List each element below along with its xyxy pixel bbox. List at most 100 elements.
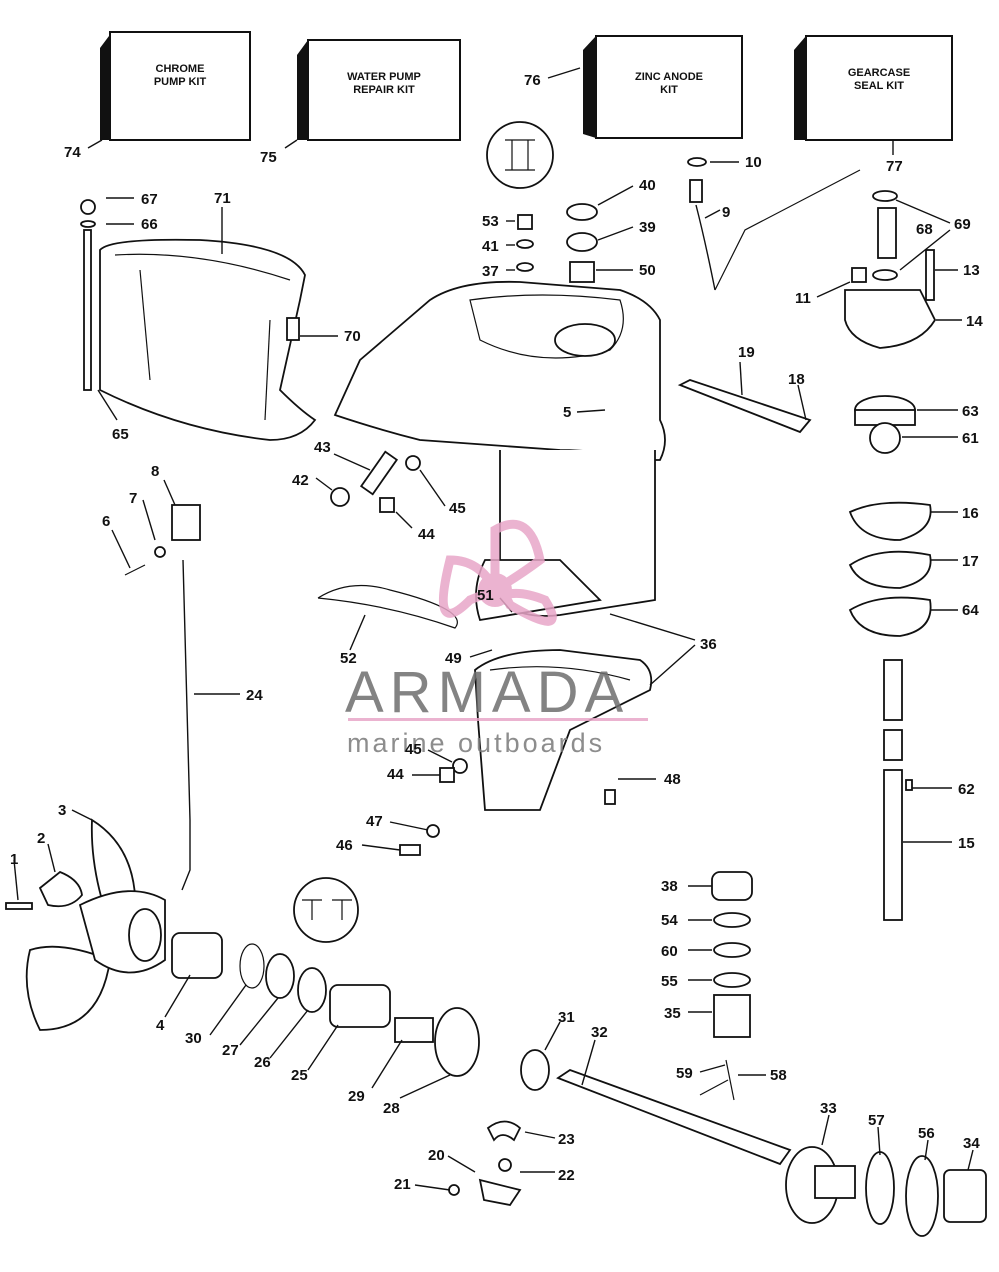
drive-shaft [883,659,913,921]
shift-rod [124,504,201,891]
callout-9: 9 [722,204,730,221]
impeller-stack [848,395,932,637]
callout-19: 19 [738,344,755,361]
callout-51: 51 [477,587,494,604]
callout-26: 26 [254,1054,271,1071]
callout-45: 45 [449,500,466,517]
callout-62: 62 [958,781,975,798]
callout-67: 67 [141,191,158,208]
watermark-brand: ARMADA [345,660,629,725]
callout-44: 44 [387,766,404,783]
kit-label-line1: ZINC ANODE [635,71,703,83]
reverse-gear [785,1146,987,1237]
upper-bearings [486,121,598,283]
leader-lines [13,67,974,1191]
gearcase-seal-kit-box: GEARCASE SEAL KIT [794,35,953,141]
lower-screws [399,758,616,856]
callout-32: 32 [591,1024,608,1041]
callout-68: 68 [916,221,933,238]
callout-50: 50 [639,262,656,279]
prop-hardware [171,877,391,1028]
callout-49: 49 [445,650,462,667]
callout-54: 54 [661,912,678,929]
callout-52: 52 [340,650,357,667]
pinion-stack [711,871,753,1038]
callout-25: 25 [291,1067,308,1084]
gearcase-lower [474,649,653,811]
callout-55: 55 [661,973,678,990]
water-screen [317,584,458,629]
callout-8: 8 [151,463,159,480]
shift-lever [448,1120,522,1206]
callout-5: 5 [563,404,571,421]
callout-35: 35 [664,1005,681,1022]
callout-75: 75 [260,149,277,166]
callout-20: 20 [428,1147,445,1164]
callout-31: 31 [558,1009,575,1026]
callout-56: 56 [918,1125,935,1142]
kit-label-line2: REPAIR KIT [353,84,415,96]
callout-37: 37 [482,263,499,280]
kit-label-line2: PUMP KIT [154,76,207,88]
callout-30: 30 [185,1030,202,1047]
callout-27: 27 [222,1042,239,1059]
callout-3: 3 [58,802,66,819]
callout-59: 59 [676,1065,693,1082]
zinc-anode-kit-box: ZINC ANODE KIT [583,35,743,139]
watermark-tagline: marine outboards [347,728,605,758]
callout-57: 57 [868,1112,885,1129]
callout-33: 33 [820,1100,837,1117]
callout-11: 11 [795,290,811,307]
water-tube [687,157,861,291]
callout-69: 69 [954,216,971,233]
callout-71: 71 [214,190,231,207]
water-pump-housing [844,190,937,349]
callout-13: 13 [963,262,980,279]
callout-38: 38 [661,878,678,895]
callout-53: 53 [482,213,499,230]
callout-45: 45 [405,741,422,758]
callout-16: 16 [962,505,979,522]
callout-74: 74 [64,144,81,161]
callout-22: 22 [558,1167,575,1184]
callout-58: 58 [770,1067,787,1084]
callout-labels: 74 75 76 77 67 66 71 70 65 53 41 37 40 3… [10,72,983,1193]
screw [286,317,300,341]
callout-44: 44 [418,526,435,543]
kit-label-line2: KIT [660,84,678,96]
forward-gear [394,1007,480,1077]
callout-41: 41 [482,238,499,255]
gearcase-upper [333,280,666,622]
shift-pins [330,450,421,513]
callout-48: 48 [664,771,681,788]
callout-42: 42 [292,472,309,489]
callout-77: 77 [886,158,903,175]
stud [80,199,96,391]
propeller-logo-icon [438,519,557,626]
callout-63: 63 [962,403,979,420]
kit-label-line1: GEARCASE [848,67,910,79]
callout-1: 1 [10,851,18,868]
callout-70: 70 [344,328,361,345]
callout-24: 24 [246,687,263,704]
callout-46: 46 [336,837,353,854]
prop-shaft [520,1049,792,1166]
callout-43: 43 [314,439,331,456]
callout-64: 64 [962,602,979,619]
callout-39: 39 [639,219,656,236]
callout-76: 76 [524,72,541,89]
callout-14: 14 [966,313,983,330]
callout-2: 2 [37,830,45,847]
callout-10: 10 [745,154,762,171]
chrome-pump-kit-box: CHROME PUMP KIT [100,31,251,141]
exhaust-housing [99,238,317,441]
callout-40: 40 [639,177,656,194]
callout-18: 18 [788,371,805,388]
callout-15: 15 [958,835,975,852]
callout-28: 28 [383,1100,400,1117]
callout-23: 23 [558,1131,575,1148]
callout-47: 47 [366,813,383,830]
cover-plate [677,379,812,434]
kit-label-line1: CHROME [156,63,205,75]
